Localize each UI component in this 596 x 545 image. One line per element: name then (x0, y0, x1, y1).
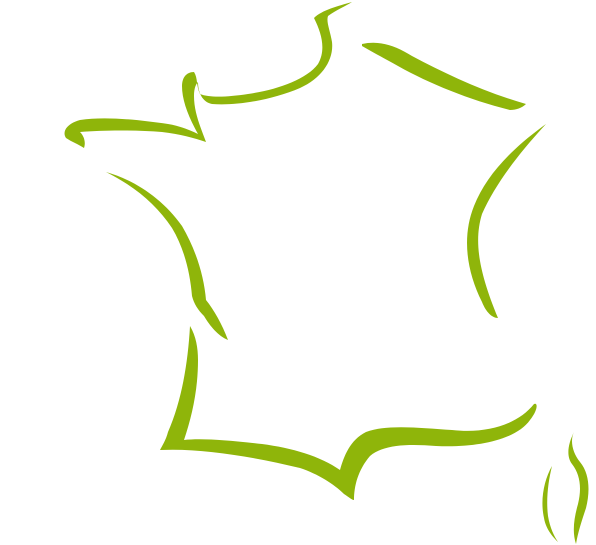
south-west-pyrenees-stroke (160, 326, 537, 500)
north-east-border-stroke (362, 42, 526, 111)
west-coast-stroke (106, 172, 228, 340)
east-border-stroke (467, 124, 546, 318)
corsica-stroke (542, 432, 589, 544)
north-coast-stroke (64, 2, 352, 148)
